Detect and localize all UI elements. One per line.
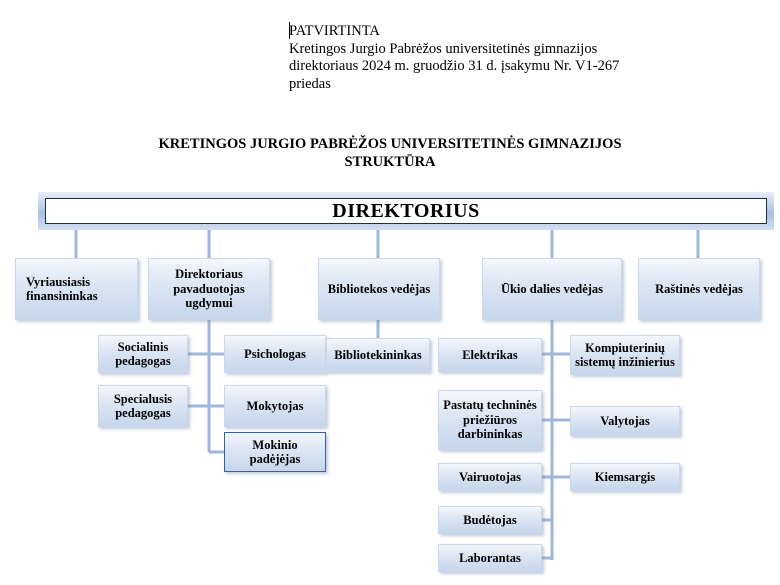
- box-teacher: Mokytojas: [224, 385, 326, 427]
- box-electrician: Elektrikas: [438, 338, 542, 372]
- box-yard-keeper: Kiemsargis: [570, 463, 680, 491]
- approval-line-4: priedas: [289, 75, 331, 92]
- document-title-line-1: KRETINGOS JURGIO PABRĖŽOS UNIVERSITETINĖ…: [158, 136, 622, 152]
- box-chief-accountant: Vyriausiasis finansininkas: [15, 258, 138, 320]
- box-lab-assistant: Laborantas: [438, 544, 542, 572]
- box-maintenance-worker: Pastatų techninės priežiūros darbininkas: [438, 390, 542, 450]
- box-teacher-assistant: Mokinio padėjėjas: [224, 432, 326, 472]
- box-social-pedagogue: Socialinis pedagogas: [98, 335, 188, 373]
- document-title-line-2: STRUKTŪRA: [344, 154, 436, 170]
- text-cursor: [289, 22, 290, 39]
- box-driver: Vairuotojas: [438, 463, 542, 491]
- box-facilities-head: Ūkio dalies vedėjas: [482, 258, 622, 320]
- box-special-pedagogue: Specialusis pedagogas: [98, 385, 188, 427]
- box-deputy-director: Direktoriaus pavaduotojas ugdymui: [148, 258, 270, 320]
- director-box: DIREKTORIUS: [38, 192, 774, 230]
- approval-line-1: PATVIRTINTA: [289, 23, 380, 39]
- box-librarian: Bibliotekininkas: [326, 338, 430, 372]
- box-it-engineer: Kompiuterinių sistemų inžinierius: [570, 335, 680, 375]
- approval-note: PATVIRTINTA Kretingos Jurgio Pabrėžos un…: [289, 23, 619, 93]
- box-library-head: Bibliotekos vedėjas: [318, 258, 440, 320]
- box-duty-officer: Budėtojas: [438, 506, 542, 534]
- approval-line-3: direktoriaus 2024 m. gruodžio 31 d. įsak…: [289, 58, 620, 74]
- box-cleaner: Valytojas: [570, 406, 680, 436]
- approval-line-2: Kretingos Jurgio Pabrėžos universitetinė…: [289, 40, 598, 57]
- director-label: DIREKTORIUS: [45, 198, 767, 224]
- box-office-head: Raštinės vedėjas: [638, 258, 760, 320]
- box-psychologist: Psichologas: [224, 335, 326, 373]
